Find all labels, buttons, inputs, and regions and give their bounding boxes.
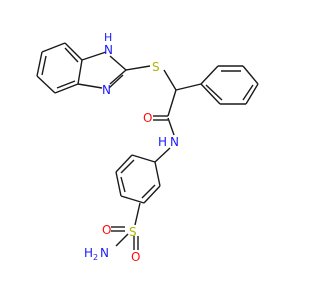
bond-s-ch [163, 69, 177, 91]
atom-o-sulfonyl-bottom: O [131, 250, 140, 264]
bond-ch-phenyl [175, 83, 202, 91]
bond-n-aryl [154, 147, 171, 163]
bond-carbonyl-n [167, 117, 175, 136]
benzimidazole-benzene-ring [36, 42, 83, 94]
atom-h2-sulfonamide: H [84, 246, 93, 260]
atom-o-sulfonyl-left: O [102, 223, 111, 237]
sulfonamidophenyl-ring [115, 154, 161, 204]
phenyl-ring [200, 65, 259, 105]
atom-n-sulfonamide: N [100, 246, 109, 260]
atom-nh-benzimidazole: N [104, 43, 113, 57]
atom-h2-subscript: 2 [93, 253, 98, 262]
atom-h-benzimidazole: H [104, 31, 112, 44]
atom-s-sulfonyl: S [129, 225, 137, 239]
atom-n-benzimidazole: N [102, 83, 111, 97]
molecule-diagram: H N N S O N H S O O H 2 N [36, 31, 259, 264]
atom-o-amide: O [143, 111, 152, 125]
atom-h-amide: H [158, 135, 167, 149]
structure-canvas: H N N S O N H S O O H 2 N [36, 31, 259, 264]
bond-c2-s [125, 65, 151, 71]
bond-aryl-s [134, 202, 141, 226]
imidazole-ring [77, 51, 127, 89]
atom-n-amide: N [170, 135, 179, 149]
bond-s-n [115, 233, 129, 247]
atom-s-thioether: S [152, 60, 160, 74]
bond-ch-carbonyl [167, 89, 177, 117]
